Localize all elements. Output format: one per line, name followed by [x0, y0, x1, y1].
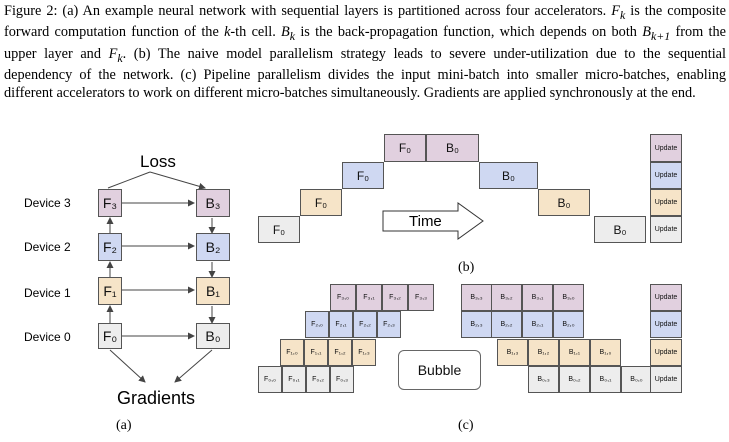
- pipeline-backward-block: B₀,₀: [621, 366, 652, 393]
- forward-f1-block: F₁: [98, 277, 122, 305]
- naive-f0-device2: F₀: [342, 162, 384, 189]
- caption-line-2a: is the composite forward computation fun…: [4, 3, 726, 41]
- pipeline-forward-block: F₀,₃: [330, 366, 354, 393]
- naive-b0-device2: B₀: [479, 162, 538, 189]
- pipeline-backward-block: B₁,₃: [497, 339, 528, 366]
- caption-bk1: B: [642, 24, 651, 41]
- pipeline-backward-block: B₁,₀: [590, 339, 621, 366]
- pipeline-forward-block: F₂,₁: [329, 311, 353, 338]
- backward-b0-block: B₀: [196, 323, 230, 349]
- device-1-label: Device 1: [24, 286, 71, 300]
- pipeline-update-block: Update: [650, 284, 682, 311]
- pipeline-backward-block: B₁,₁: [559, 339, 590, 366]
- forward-f2-block: F₂: [98, 233, 122, 261]
- naive-b0-device1: B₀: [538, 189, 590, 216]
- pipeline-backward-block: B₁,₂: [528, 339, 559, 366]
- backward-b2-block: B₂: [196, 233, 230, 261]
- pipeline-forward-block: F₂,₀: [305, 311, 329, 338]
- pipeline-backward-block: B₂,₂: [491, 311, 522, 338]
- pipeline-backward-block: B₀,₁: [590, 366, 621, 393]
- caption-line-4: strategy leads to severe under-utilizati…: [4, 45, 726, 84]
- pipeline-forward-block: F₀,₁: [282, 366, 306, 393]
- panel-b-label: (b): [458, 260, 475, 275]
- caption-line-3b: from the upper layer and: [4, 24, 726, 62]
- pipeline-forward-block: F₀,₂: [306, 366, 330, 393]
- naive-update-device0: Update: [650, 216, 682, 243]
- caption-fk2: F: [108, 45, 118, 62]
- device-0-label: Device 0: [24, 330, 71, 344]
- caption-fk-sub: k: [619, 7, 626, 22]
- pipeline-forward-block: F₁,₂: [328, 339, 352, 366]
- caption-fk: F: [611, 3, 620, 19]
- pipeline-backward-block: B₀,₂: [559, 366, 590, 393]
- naive-f0-device1: F₀: [300, 189, 342, 216]
- caption-bk: B: [281, 24, 290, 41]
- pipeline-backward-block: B₃,₂: [491, 284, 522, 311]
- naive-update-device1: Update: [650, 189, 682, 216]
- pipeline-backward-block: B₃,₁: [522, 284, 553, 311]
- pipeline-forward-block: F₃,₁: [356, 284, 382, 311]
- naive-f0-device3: F₀: [384, 134, 426, 162]
- pipeline-forward-block: F₀,₀: [258, 366, 282, 393]
- time-label: Time: [409, 213, 442, 230]
- figure-caption: Figure 2: (a) An example neural network …: [4, 3, 726, 103]
- backward-b3-block: B₃: [196, 189, 230, 217]
- naive-b0-device0: B₀: [594, 216, 646, 243]
- device-2-label: Device 2: [24, 240, 71, 254]
- caption-line-5: parallelism divides the input mini-batch…: [4, 67, 726, 101]
- pipeline-backward-block: B₂,₁: [522, 311, 553, 338]
- naive-update-device3: Update: [650, 134, 682, 162]
- pipeline-backward-block: B₂,₀: [553, 311, 584, 338]
- forward-f3-block: F₃: [98, 189, 122, 217]
- device-3-label: Device 3: [24, 196, 71, 210]
- pipeline-update-block: Update: [650, 366, 682, 393]
- pipeline-backward-block: B₃,₀: [553, 284, 584, 311]
- pipeline-forward-block: F₂,₃: [377, 311, 401, 338]
- pipeline-forward-block: F₃,₂: [382, 284, 408, 311]
- forward-f0-block: F₀: [98, 323, 122, 349]
- naive-update-device2: Update: [650, 162, 682, 189]
- caption-line-1: Figure 2: (a) An example neural network …: [4, 3, 607, 19]
- pipeline-forward-block: F₃,₃: [408, 284, 434, 311]
- naive-f0-device0: F₀: [258, 216, 300, 243]
- caption-bk1-sub: k+1: [650, 29, 671, 44]
- pipeline-backward-block: B₃,₃: [461, 284, 492, 311]
- pipeline-forward-block: F₁,₀: [280, 339, 304, 366]
- loss-label: Loss: [140, 152, 176, 171]
- caption-line-6: work on different micro-batches simultan…: [143, 84, 696, 101]
- pipeline-forward-block: F₂,₂: [353, 311, 377, 338]
- pipeline-backward-block: B₂,₃: [461, 311, 492, 338]
- panel-c-label: (c): [458, 418, 474, 433]
- pipeline-forward-block: F₁,₃: [352, 339, 376, 366]
- backward-b1-block: B₁: [196, 277, 230, 305]
- pipeline-forward-block: F₁,₁: [304, 339, 328, 366]
- caption-fk2-sub: k: [117, 50, 123, 65]
- pipeline-update-block: Update: [650, 311, 682, 338]
- gradients-label: Gradients: [117, 388, 196, 408]
- pipeline-update-block: Update: [650, 339, 682, 366]
- bubble-label: Bubble: [398, 350, 481, 390]
- caption-line-2b: -th cell.: [230, 24, 282, 41]
- caption-line-3c: . (b) The naive model parallelism: [122, 45, 334, 62]
- naive-b0-device3: B₀: [426, 134, 479, 162]
- caption-line-2c: is the back-propagation: [295, 24, 438, 41]
- pipeline-backward-block: B₀,₃: [528, 366, 559, 393]
- caption-line-3a: function, which depends on both: [443, 24, 643, 41]
- panel-a-label: (a): [116, 418, 132, 433]
- pipeline-forward-block: F₃,₀: [330, 284, 356, 311]
- caption-bk-sub: k: [289, 29, 296, 44]
- caption-kth: k: [224, 24, 231, 41]
